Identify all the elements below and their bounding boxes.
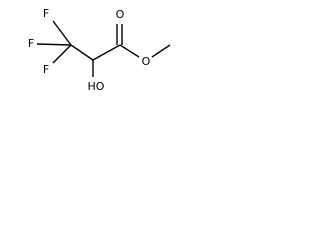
bond-chiral-c-carbonyl-c <box>92 44 121 61</box>
bond-cf3-f-top <box>52 20 72 46</box>
fluorine-bottom-label: F <box>43 63 49 76</box>
fluorine-top-label: F <box>43 7 49 20</box>
structure-diagram: F F F O O HO <box>28 7 171 93</box>
bond-ester-o-methyl <box>151 44 171 58</box>
bond-carbonyl-c-ester-o <box>119 44 140 58</box>
ester-oxygen-label: O <box>142 55 151 68</box>
fluorine-left-label: F <box>28 37 34 50</box>
bond-cf3-f-left <box>36 43 72 46</box>
hydroxyl-label: HO <box>88 80 105 93</box>
bond-cf3-f-bottom <box>52 44 72 64</box>
carbonyl-oxygen-label: O <box>116 8 125 21</box>
bond-cf3-chiral-c <box>70 44 94 61</box>
bond-lines <box>36 20 171 77</box>
